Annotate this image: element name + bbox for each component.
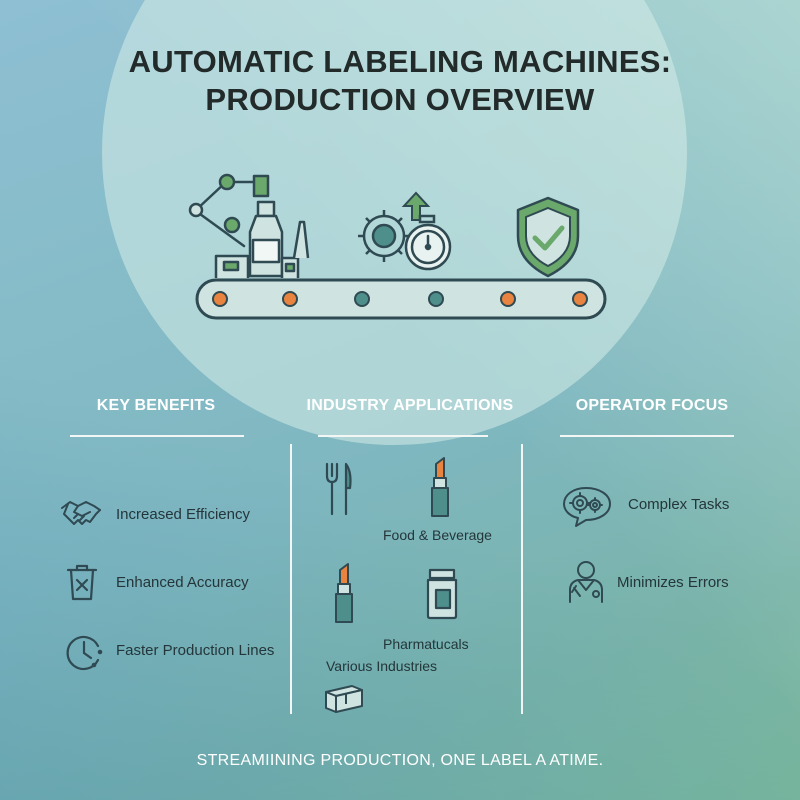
roller-icon [572,291,588,307]
industry-applications-heading: INDUSTRY APPLICATIONS [306,397,514,414]
roller-icon [354,291,370,307]
lipstick-icon [431,457,449,517]
hero-illustration [188,173,607,320]
key-benefits-heading: KEY BENEFITS [96,397,216,414]
fork-knife-icon [325,462,352,516]
roller-icon [282,291,298,307]
operator-focus-heading: OPERATOR FOCUS [575,397,729,414]
column-separator [290,444,292,714]
shield-check-icon [516,196,580,278]
page-title-line2: PRODUCTION OVERVIEW [205,82,595,117]
conveyor-belt-icon [195,278,607,320]
medicine-bottle-icon [426,568,458,620]
page-title-line1: AUTOMATIC LABELING MACHINES: [128,44,672,79]
trash-bin-icon [66,564,98,601]
factory-icon [214,220,310,278]
box-icon [325,685,363,713]
column-separator [521,444,523,714]
benefit-increased-efficiency: Increased Efficiency [116,506,250,523]
operator-icon [569,561,603,603]
stopwatch-icon [404,214,452,271]
divider [70,435,244,437]
roller-icon [500,291,516,307]
operator-minimizes-errors: Minimizes Errors [617,574,729,591]
gear-icon [358,210,410,262]
divider [318,435,488,437]
robot-arm-icon [188,173,270,248]
gears-bubble-icon [563,487,611,527]
handshake-icon [61,501,101,525]
application-food-beverage: Food & Beverage [383,527,492,543]
application-pharmaceuticals: Pharmatucals [383,636,469,652]
benefit-faster-production-lines: Faster Production Lines [116,642,275,659]
roller-icon [212,291,228,307]
divider [560,435,734,437]
lipstick-icon [335,563,353,623]
clock-icon [66,635,103,671]
operator-complex-tasks: Complex Tasks [628,496,730,513]
application-various-industries: Various Industries [326,658,438,674]
benefit-enhanced-accuracy: Enhanced Accuracy [116,574,249,591]
bottle-icon [248,200,284,278]
roller-icon [428,291,444,307]
tagline: STREAMIINING PRODUCTION, ONE LABEL A ATI… [196,752,604,769]
